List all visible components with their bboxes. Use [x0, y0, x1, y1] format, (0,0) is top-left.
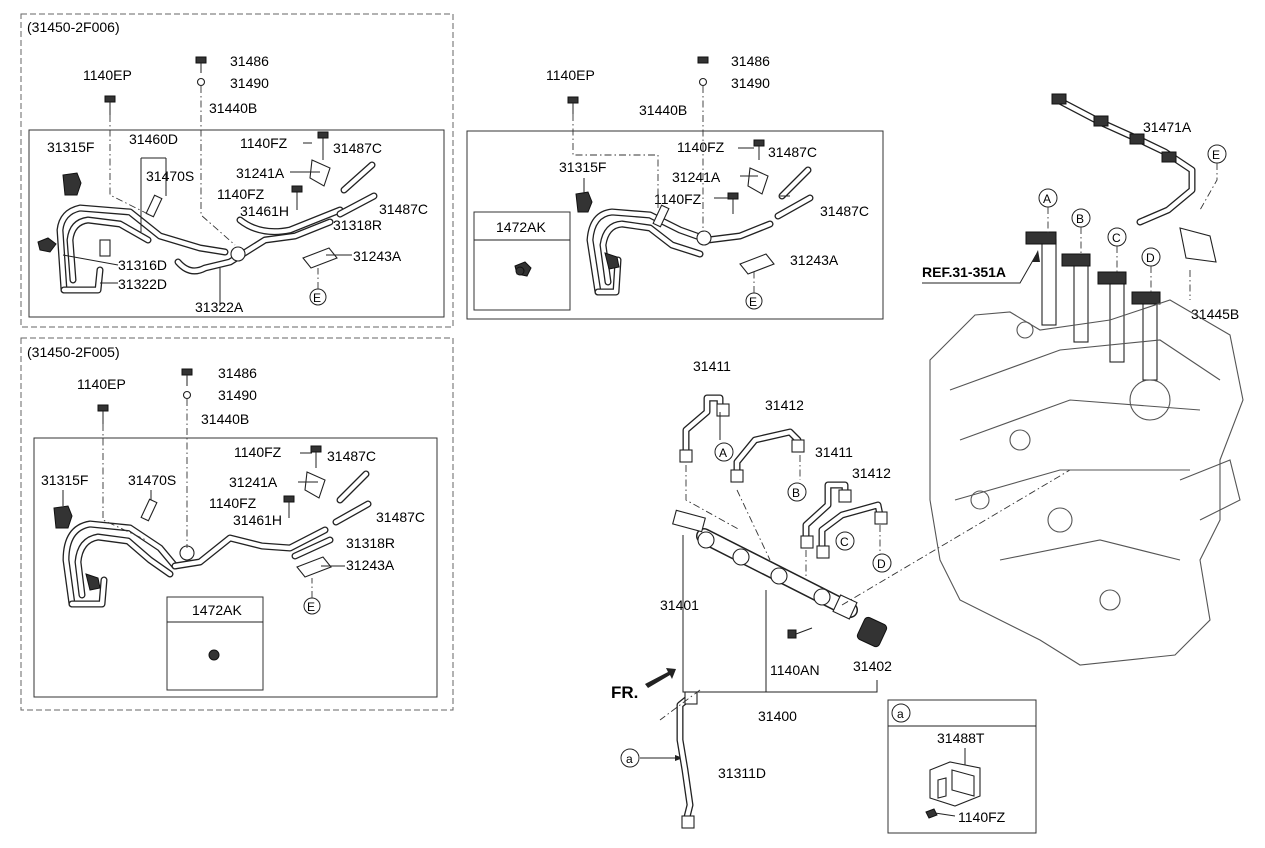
part-label-31412: 31412 [765, 397, 804, 413]
part-label-31460d: 31460D [129, 131, 178, 147]
svg-text:A: A [719, 446, 727, 460]
common-rail-drawing [672, 509, 888, 648]
variant-2f005-group: (31450-2F005) 1140EP 31486 31490 31440B … [20, 337, 454, 711]
reference-marker-group: A B C D A B C D E [714, 144, 1227, 573]
part-label-31487c: 31487C [379, 201, 428, 217]
part-label-31488t: 31488T [937, 730, 985, 746]
svg-text:A: A [1043, 192, 1051, 206]
part-label-31241a: 31241A [236, 165, 285, 181]
part-label-1472ak: 1472AK [192, 602, 242, 618]
part-label-31440b: 31440B [209, 100, 257, 116]
part-label-31487c: 31487C [820, 203, 869, 219]
part-label-31445b: 31445B [1191, 306, 1239, 322]
part-label-31241a: 31241A [672, 169, 721, 185]
svg-text:B: B [792, 486, 800, 500]
svg-text:D: D [1146, 251, 1155, 265]
reference-label: REF.31-351A [922, 264, 1006, 280]
part-label-1140fz: 1140FZ [240, 135, 288, 151]
part-label-31470s: 31470S [128, 472, 176, 488]
svg-text:E: E [1212, 148, 1220, 162]
part-label-31311d: 31311D [718, 765, 766, 781]
part-label-31461h: 31461H [240, 203, 289, 219]
injectors-drawing [1025, 231, 1161, 381]
part-label-31400: 31400 [758, 708, 797, 724]
reference-label-e: E [313, 291, 321, 305]
svg-text:C: C [1112, 231, 1121, 245]
part-label-1140fz: 1140FZ [958, 809, 1006, 825]
injector-and-engine-diagram: 31471A 31445B REF.31-351A [922, 93, 1244, 666]
variant-code-label: (31450-2F006) [27, 19, 120, 35]
part-label-31470s: 31470S [146, 168, 194, 184]
part-label-31411: 31411 [815, 444, 853, 460]
part-label-31322a: 31322A [195, 299, 244, 315]
part-label-31471a: 31471A [1143, 119, 1192, 135]
reference-label-e: E [307, 600, 315, 614]
part-label-31315f: 31315F [47, 139, 94, 155]
part-label-31487c: 31487C [327, 448, 376, 464]
svg-text:D: D [877, 557, 886, 571]
part-label-1140an: 1140AN [770, 662, 820, 678]
part-label-1140fz: 1140FZ [654, 191, 702, 207]
fuel-feed-pipe-drawing [676, 691, 698, 829]
part-label-1140ep: 1140EP [77, 376, 126, 392]
part-label-31322d: 31322D [118, 276, 167, 292]
fuel-return-hose-drawing [514, 56, 814, 296]
part-label-1140ep: 1140EP [83, 67, 132, 83]
part-label-31440b: 31440B [639, 102, 687, 118]
part-label-1140fz: 1140FZ [217, 186, 265, 202]
part-label-31243a: 31243A [353, 248, 402, 264]
fuel-return-hose-drawing [37, 56, 378, 294]
part-label-31412: 31412 [852, 465, 891, 481]
part-label-31318r: 31318R [333, 217, 382, 233]
part-label-31315f: 31315F [559, 159, 606, 175]
part-label-31401: 31401 [660, 597, 699, 613]
variant-default-group: 1140EP 31486 31490 31440B 31315F 1140FZ … [466, 53, 884, 320]
front-direction-arrow-icon [645, 668, 676, 688]
part-label-31315f: 31315F [41, 472, 88, 488]
part-label-31411: 31411 [693, 358, 731, 374]
part-label-31486: 31486 [218, 365, 257, 381]
part-label-1472ak: 1472AK [496, 219, 546, 235]
part-label-31318r: 31318R [346, 535, 395, 551]
part-label-1140fz: 1140FZ [234, 444, 282, 460]
reference-label-a: a [897, 707, 904, 721]
part-label-31487c: 31487C [768, 144, 817, 160]
part-label-31440b: 31440B [201, 411, 249, 427]
return-line-drawing [1051, 93, 1217, 263]
reference-label-a: a [626, 752, 633, 766]
part-label-1140ep: 1140EP [546, 67, 595, 83]
reference-marker-a [620, 748, 640, 768]
reference-marker-a [891, 703, 911, 723]
svg-text:C: C [840, 535, 849, 549]
part-label-31490: 31490 [230, 75, 269, 91]
part-label-31487c: 31487C [333, 140, 382, 156]
part-label-31461h: 31461H [233, 512, 282, 528]
variant-2f006-group: (31450-2F006) 1140EP 31486 31490 31440B … [20, 13, 454, 328]
part-label-31486: 31486 [230, 53, 269, 69]
part-label-1140fz: 1140FZ [677, 139, 725, 155]
high-pressure-pipes-drawing [679, 394, 888, 559]
part-label-1140fz: 1140FZ [209, 495, 257, 511]
front-direction-label: FR. [611, 683, 638, 702]
part-label-31316d: 31316D [118, 257, 167, 273]
part-label-31486: 31486 [731, 53, 770, 69]
part-label-31487c: 31487C [376, 509, 425, 525]
part-label-31243a: 31243A [790, 252, 839, 268]
callout-box-1472ak [473, 211, 571, 311]
part-label-31241a: 31241A [229, 474, 278, 490]
part-label-31490: 31490 [218, 387, 257, 403]
variant-code-label: (31450-2F005) [27, 344, 120, 360]
fuel-return-hose-drawing [53, 368, 372, 661]
engine-block-drawing [929, 299, 1244, 666]
detail-a-callout: a 31488T 1140FZ [887, 699, 1037, 834]
part-label-31490: 31490 [731, 75, 770, 91]
svg-text:B: B [1076, 212, 1084, 226]
bracket-drawing [925, 761, 981, 819]
callout-box-1472ak [166, 596, 264, 691]
common-rail-assembly-diagram: 31411 31412 31411 31412 31401 1140AN 314… [611, 144, 1227, 829]
reference-label-e: E [749, 295, 757, 309]
part-label-31402: 31402 [853, 658, 892, 674]
part-label-31243a: 31243A [346, 557, 395, 573]
